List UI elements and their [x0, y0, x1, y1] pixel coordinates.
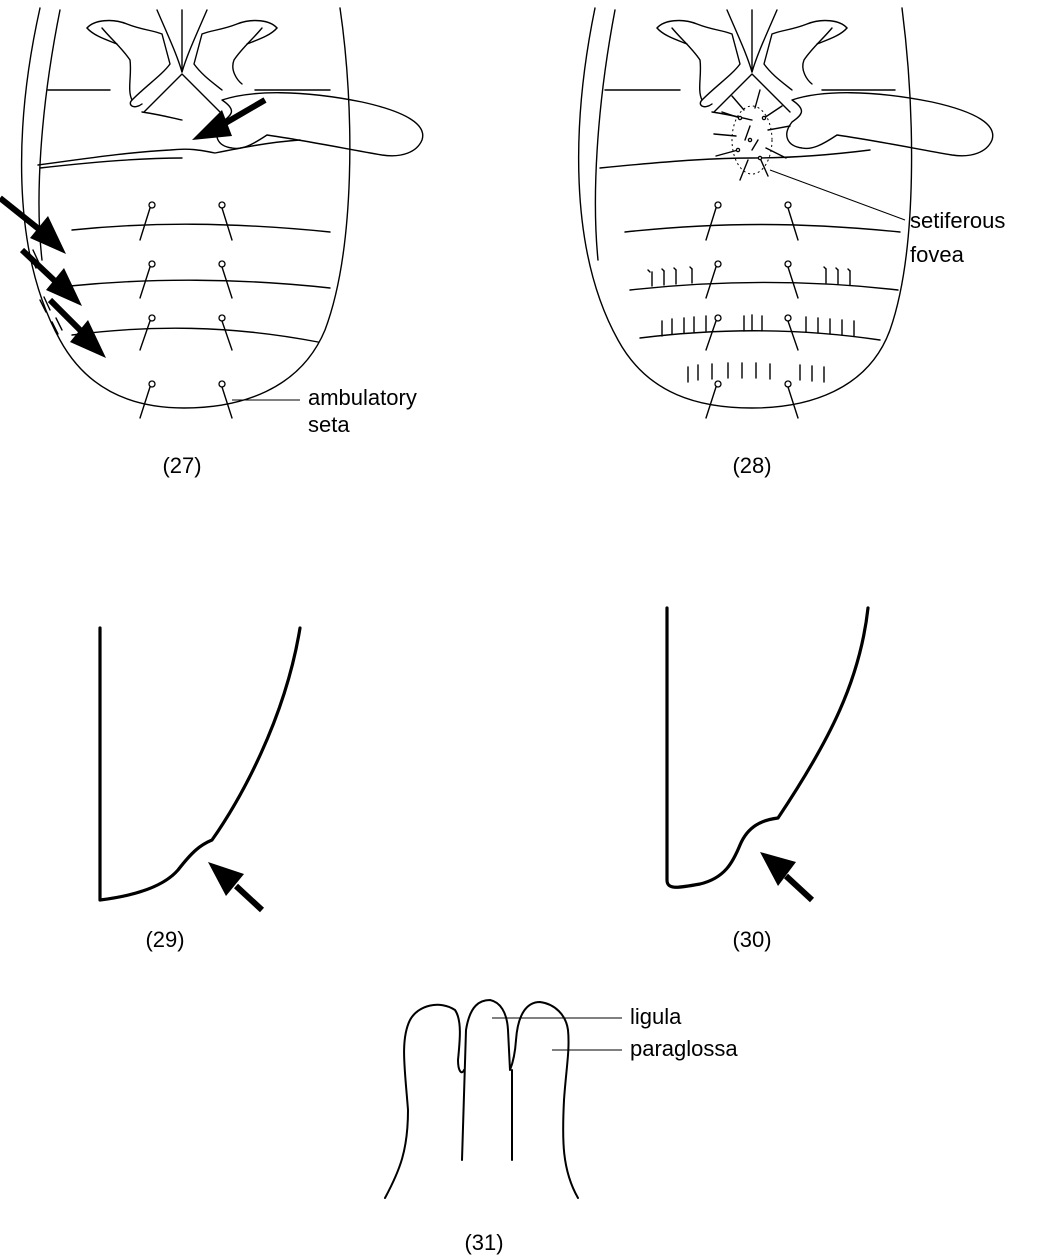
figure-number-30: (30): [732, 927, 771, 952]
label-ligula: ligula: [630, 1004, 682, 1029]
label-seta: seta: [308, 412, 350, 437]
figure-number-27: (27): [162, 453, 201, 478]
figure-number-31: (31): [464, 1230, 503, 1255]
label-setiferous: setiferous: [910, 208, 1005, 233]
label-paraglossa: paraglossa: [630, 1036, 738, 1061]
figure-30-elytral-apex: (30): [667, 608, 868, 952]
arrow-segment-3: [50, 300, 106, 358]
arrow-30: [760, 852, 812, 900]
setiferous-fovea: [714, 90, 790, 180]
ambulatory-setae: [140, 202, 232, 418]
arrow-segment-2: [22, 250, 82, 306]
leader-setiferous-fovea: [770, 170, 905, 220]
figure-28-abdomen-ventral: setiferous fovea (28): [579, 8, 1006, 478]
figure-number-28: (28): [732, 453, 771, 478]
arrow-segment-1: [0, 198, 66, 254]
label-fovea: fovea: [910, 242, 965, 267]
label-ambulatory: ambulatory: [308, 385, 417, 410]
figure-27-abdomen-ventral: ambulatory seta (27): [0, 8, 423, 478]
ambulatory-setae-28: [706, 202, 798, 418]
figure-29-elytral-apex: (29): [100, 628, 300, 952]
figure-number-29: (29): [145, 927, 184, 952]
arrow-29: [208, 862, 262, 910]
figure-31-labium: ligula paraglossa (31): [385, 1000, 738, 1255]
